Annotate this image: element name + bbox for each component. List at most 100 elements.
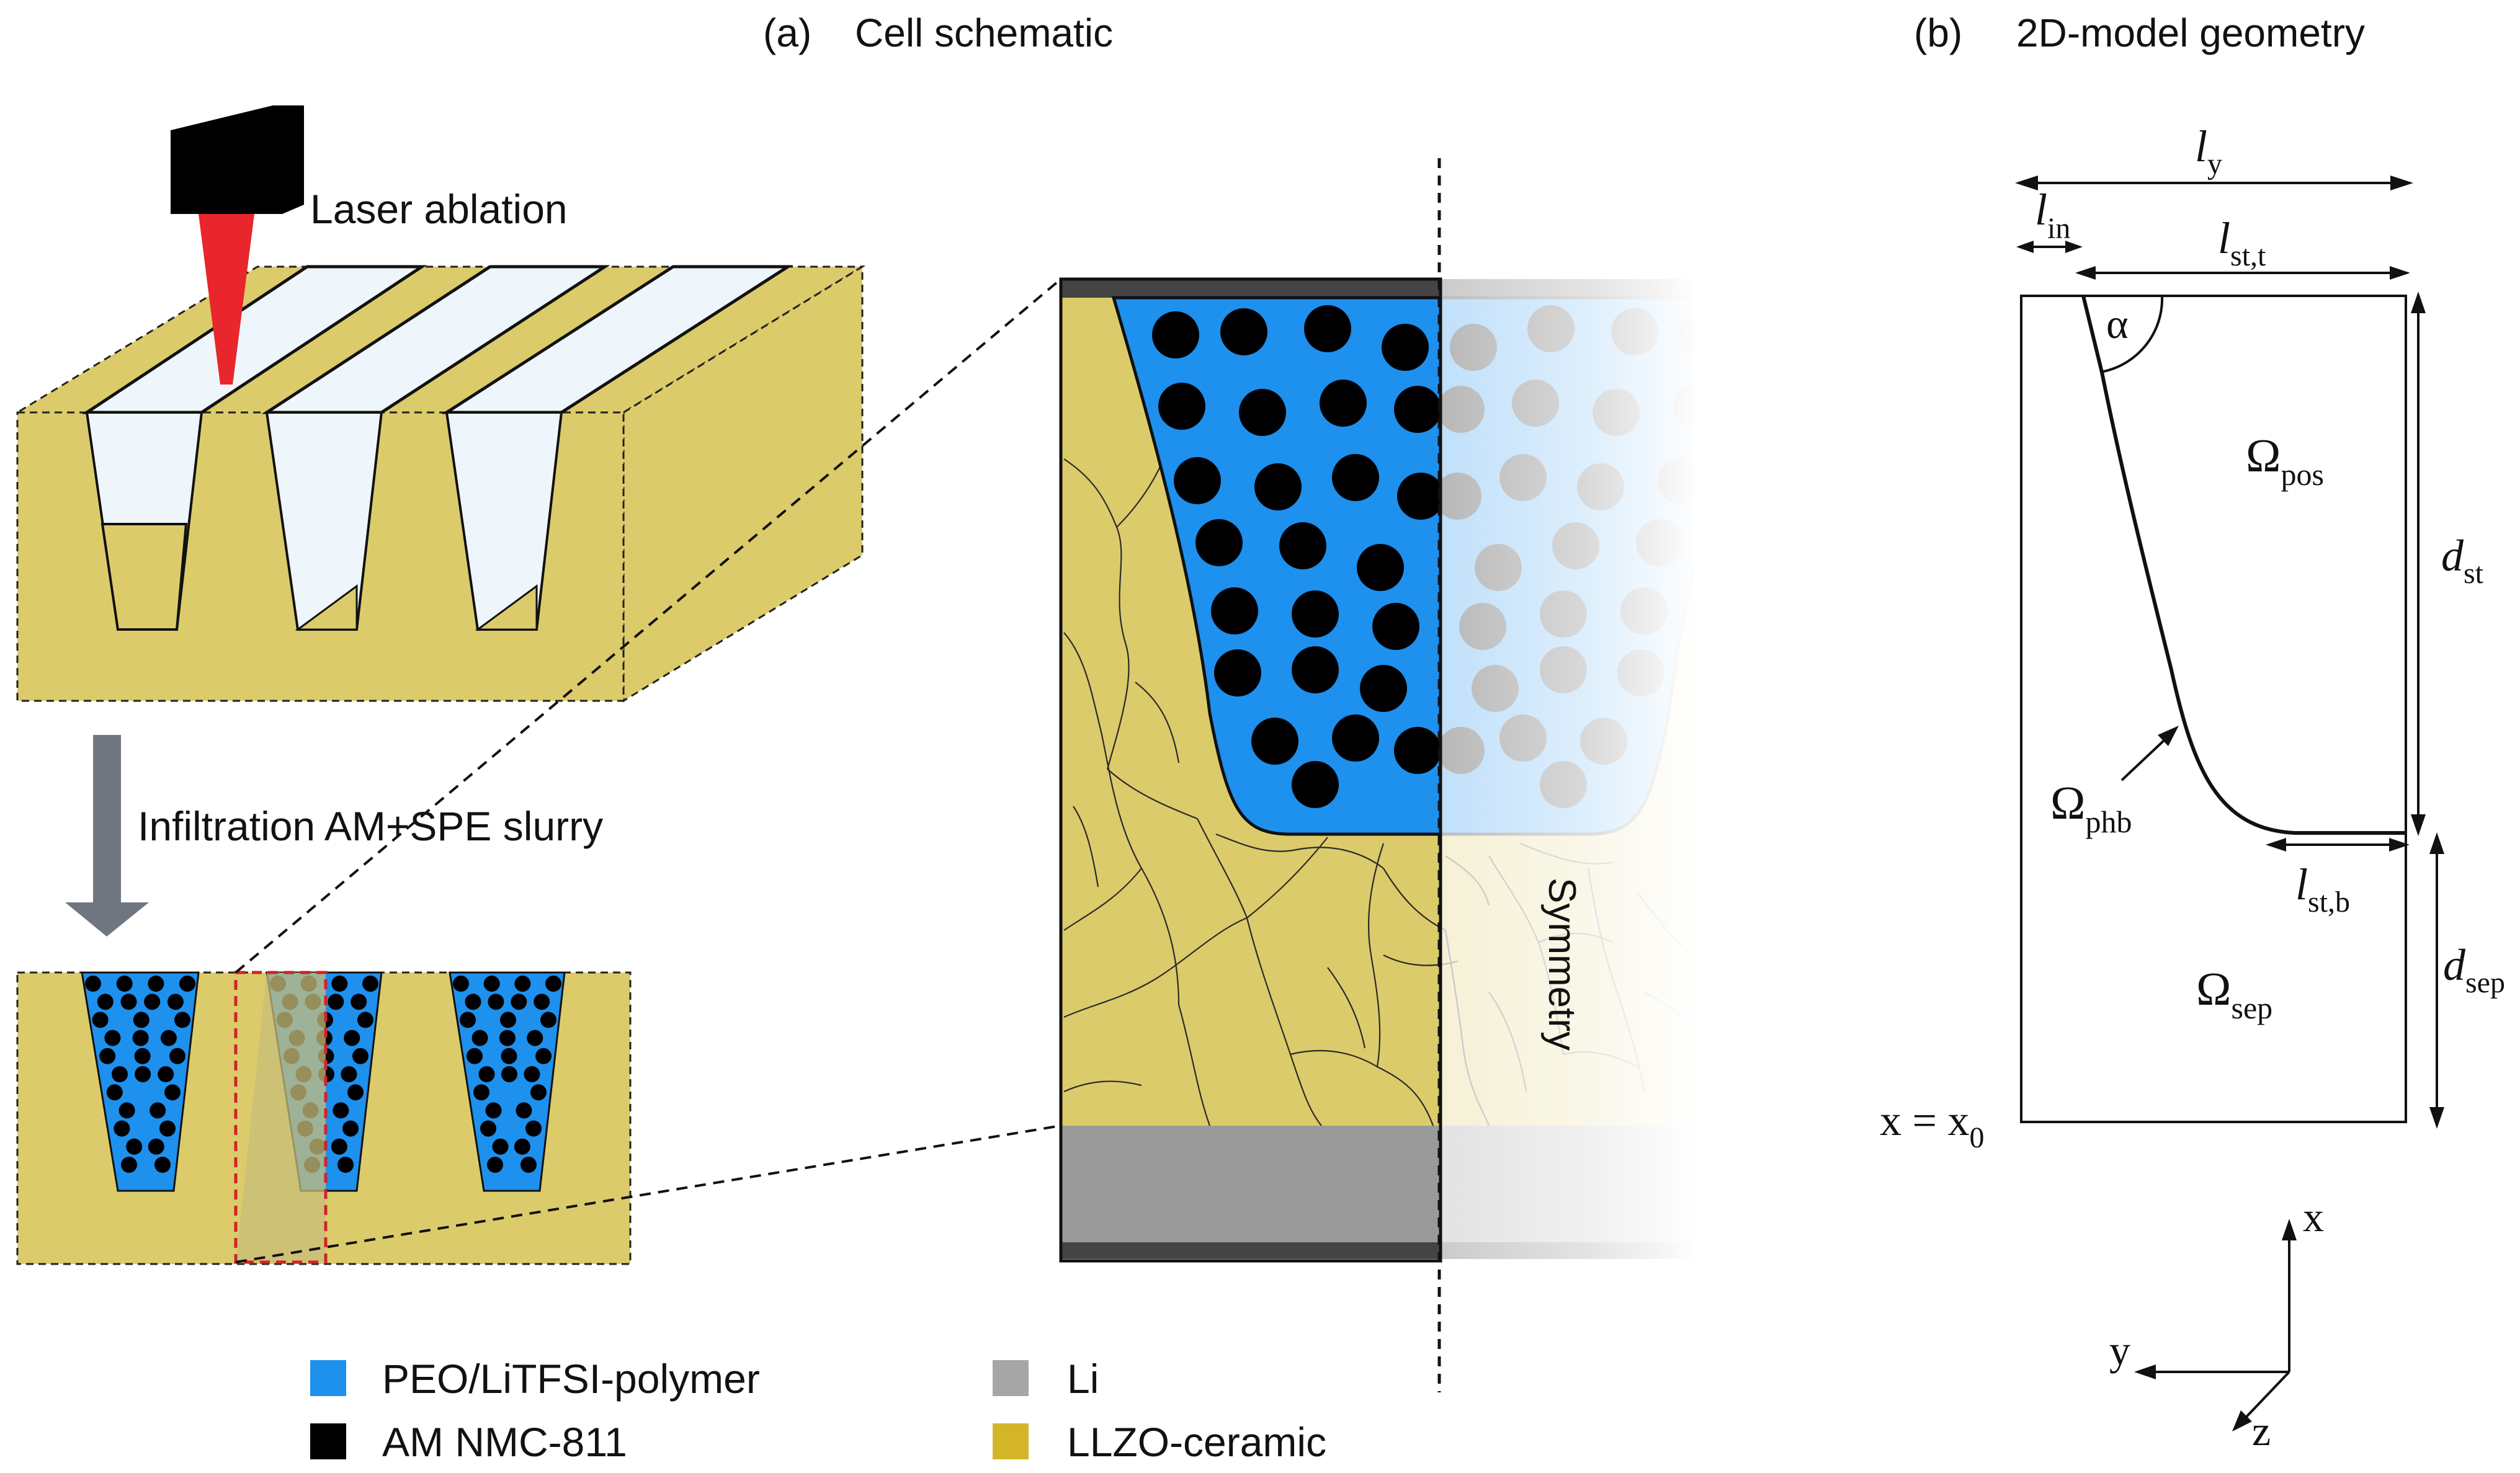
slab-particle-1 (121, 1157, 137, 1173)
slab-particle-2 (331, 976, 348, 992)
active-material-particle (1320, 380, 1367, 427)
active-material-particle (1292, 646, 1339, 693)
slab-particle-2 (347, 1084, 364, 1101)
slab-particle-3 (514, 976, 531, 992)
slab-particle-1 (134, 1048, 151, 1064)
axis-x-label: x (2303, 1193, 2324, 1240)
slab-particle-3 (465, 994, 481, 1010)
slab-particle-1 (154, 1157, 171, 1173)
dst-label: dst (2441, 531, 2484, 590)
groove-front-1-fill (101, 523, 188, 631)
panel-a-heading: (a) Cell schematic (763, 11, 1113, 55)
slab-particle-2 (357, 1012, 373, 1028)
lstb-label: lst,b (2295, 860, 2350, 919)
lstt-label: lst,t (2218, 213, 2266, 272)
slab-particle-2 (344, 1030, 360, 1046)
slab-particle-3 (534, 994, 550, 1010)
interface-curve (2081, 295, 2406, 835)
fade-overlay (1441, 279, 1694, 1259)
slab-particle-1 (120, 994, 137, 1010)
slab-particle-3 (545, 976, 561, 992)
axis-y-label: y (2109, 1327, 2130, 1374)
slab-particle-3 (524, 1066, 540, 1082)
slab-particle-2 (337, 1157, 354, 1173)
infiltration-label: Infiltration AM+SPE slurry (138, 803, 603, 849)
slab-particle-2 (331, 1138, 347, 1155)
domain-boundary (2020, 295, 2407, 1123)
omega-sep-label: Ωsep (2196, 963, 2272, 1025)
slab-particle-3 (540, 1012, 556, 1028)
slab-particle-3 (516, 1102, 532, 1119)
legend-label-llzo: LLZO-ceramic (1067, 1419, 1326, 1465)
active-material-particle (1214, 649, 1261, 696)
legend-label-polymer: PEO/LiTFSI-polymer (382, 1356, 760, 1402)
slab-particle-1 (118, 1102, 135, 1119)
active-material-particle (1394, 386, 1441, 433)
laser-ablation-label: Laser ablation (310, 186, 568, 232)
active-material-particle (1220, 308, 1267, 355)
active-material-particle (1292, 590, 1339, 638)
laser-head (171, 105, 304, 214)
active-material-particle (1251, 718, 1298, 765)
alpha-label: α (2106, 300, 2129, 347)
slab-particle-1 (126, 1138, 143, 1155)
slab-particle-1 (160, 1030, 177, 1046)
legend-swatch-llzo (993, 1423, 1029, 1459)
panel-b-heading: (b) 2D-model geometry (1914, 11, 2365, 55)
highlight-shade (236, 972, 326, 1262)
slab-particle-2 (352, 1048, 369, 1064)
alpha-arc (2099, 295, 2164, 373)
active-material-particle (1211, 587, 1258, 634)
active-material-particle (1158, 383, 1205, 430)
legend-swatch-li (993, 1360, 1029, 1396)
slab-particle-1 (150, 1102, 166, 1119)
arrow-head (65, 902, 149, 937)
slab-particle-2 (328, 994, 344, 1010)
slab-particle-3 (471, 1030, 488, 1046)
ly-label: ly (2195, 122, 2222, 180)
slab-particle-3 (521, 1157, 537, 1173)
slab-particle-3 (535, 1048, 552, 1064)
laser-beam (199, 214, 254, 385)
infiltrated-slab (16, 971, 632, 1265)
arrow-shaft (93, 735, 121, 909)
slab-particle-1 (114, 1120, 130, 1137)
legend-swatch-polymer (310, 1360, 346, 1396)
slab-particle-3 (487, 1157, 503, 1173)
slab-particle-1 (169, 1048, 185, 1064)
slab-particle-2 (351, 994, 367, 1010)
legend-label-li: Li (1067, 1356, 1099, 1402)
slab-particle-1 (99, 1048, 116, 1064)
slab-particle-3 (467, 1048, 483, 1064)
slab-particle-1 (92, 1012, 109, 1028)
slab-particle-3 (478, 1066, 495, 1082)
slab-particle-3 (488, 994, 504, 1010)
active-material-particle (1332, 714, 1379, 762)
model-geometry: ly lin lst,t α Ωpos dst Ωphb lst,b (1880, 122, 2505, 1154)
active-material-particle (1152, 311, 1199, 358)
omega-pos-label: Ωpos (2246, 430, 2324, 492)
active-material-particle (1397, 473, 1444, 520)
active-material-particle (1360, 665, 1407, 712)
zoomed-cell (1061, 279, 1694, 1259)
slab-particle-1 (133, 1012, 150, 1028)
active-material-particle (1279, 522, 1326, 569)
panel-a-label: (a) (763, 11, 811, 55)
slab-particle-2 (342, 1120, 359, 1137)
slab-particle-3 (511, 994, 527, 1010)
legend-swatch-am (310, 1423, 346, 1459)
panel-b-label: (b) (1914, 11, 1962, 55)
coordinate-axes: x y z (2109, 1193, 2324, 1454)
slab-particle-3 (514, 1138, 530, 1155)
slab-particle-3 (492, 1138, 509, 1155)
active-material-particle (1304, 305, 1351, 352)
groove-front-3-fill (475, 584, 538, 631)
slab-particle-1 (116, 976, 133, 992)
slab-particle-2 (333, 1102, 349, 1119)
slab-particle-1 (148, 976, 164, 992)
zoom-line-top (235, 278, 1062, 974)
slab-particle-1 (158, 1066, 174, 1082)
slab-particle-1 (174, 1012, 190, 1028)
slab-particle-3 (530, 1084, 547, 1101)
